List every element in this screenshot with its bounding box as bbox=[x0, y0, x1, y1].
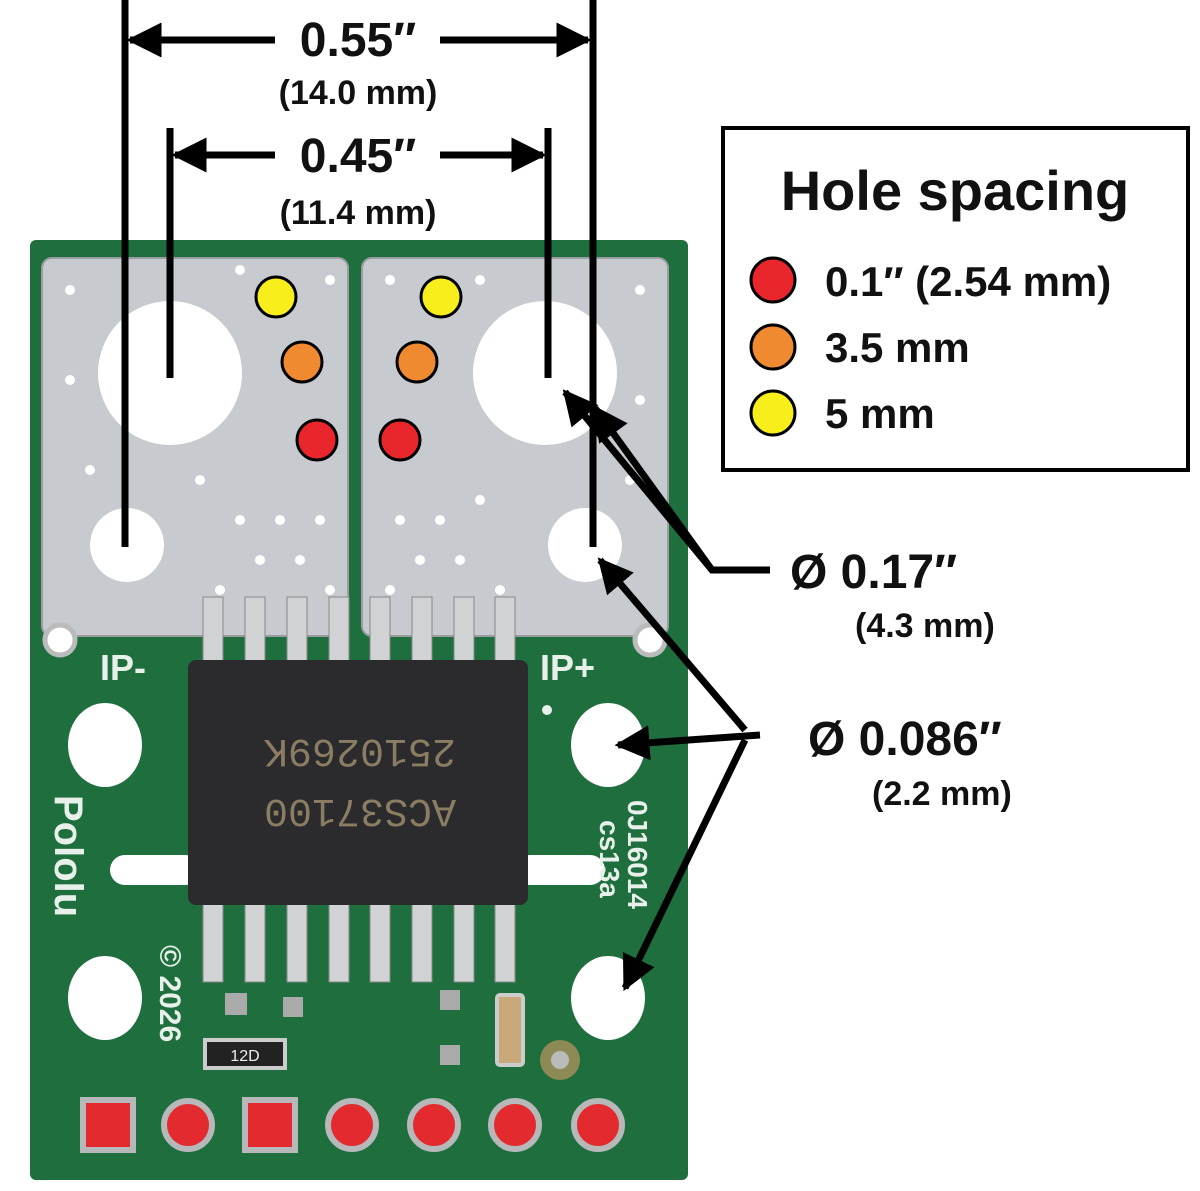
corner-via-left bbox=[42, 622, 78, 658]
spacing-dot-5mm bbox=[419, 275, 463, 319]
chip-marking-2: 2510269K bbox=[264, 727, 456, 772]
spacing-dot-0.1in bbox=[378, 418, 422, 462]
legend-label: 3.5 mm bbox=[825, 324, 970, 371]
board-code-2: cs13a bbox=[594, 820, 625, 898]
mount-hole-diameter: Ø 0.086″ bbox=[808, 713, 1002, 766]
outer-spacing-mm: (14.0 mm) bbox=[279, 74, 438, 112]
large-hole-diameter-mm: (4.3 mm) bbox=[855, 607, 995, 645]
brand-label: Pololu bbox=[46, 795, 90, 917]
via-dots bbox=[65, 265, 645, 595]
spacing-dot-3.5mm bbox=[395, 340, 439, 384]
ip-minus-label: IP- bbox=[100, 647, 146, 688]
resistor bbox=[203, 1038, 287, 1070]
legend-label: 5 mm bbox=[825, 390, 935, 437]
large-hole-diameter: Ø 0.17″ bbox=[790, 546, 957, 599]
spacing-dot-0.1in bbox=[295, 418, 339, 462]
header-pins bbox=[80, 1097, 625, 1153]
ip-plus-label: IP+ bbox=[540, 647, 595, 688]
inner-spacing-mm: (11.4 mm) bbox=[280, 194, 437, 232]
legend-title: Hole spacing bbox=[781, 159, 1130, 222]
legend: Hole spacing 0.1″ (2.54 mm) 3.5 mm 5 mm bbox=[721, 126, 1190, 472]
ic-chip bbox=[188, 660, 528, 905]
legend-swatch-orange bbox=[749, 323, 797, 371]
legend-swatch-red bbox=[749, 256, 797, 304]
spacing-dot-5mm bbox=[254, 275, 298, 319]
chip-marking-1: ACS37100 bbox=[264, 787, 456, 832]
copyright-label: © 2026 bbox=[153, 945, 186, 1042]
spacing-dot-3.5mm bbox=[280, 340, 324, 384]
outer-spacing-inch: 0.55″ bbox=[300, 14, 416, 67]
mount-hole-diameter-mm: (2.2 mm) bbox=[872, 775, 1012, 813]
legend-label: 0.1″ (2.54 mm) bbox=[825, 258, 1111, 305]
board-code-1: 0J16014 bbox=[622, 800, 653, 909]
resistor-marking: 12D bbox=[230, 1048, 259, 1065]
legend-swatch-yellow bbox=[749, 389, 797, 437]
inner-spacing-inch: 0.45″ bbox=[300, 130, 416, 183]
chip-pins bbox=[202, 596, 516, 983]
